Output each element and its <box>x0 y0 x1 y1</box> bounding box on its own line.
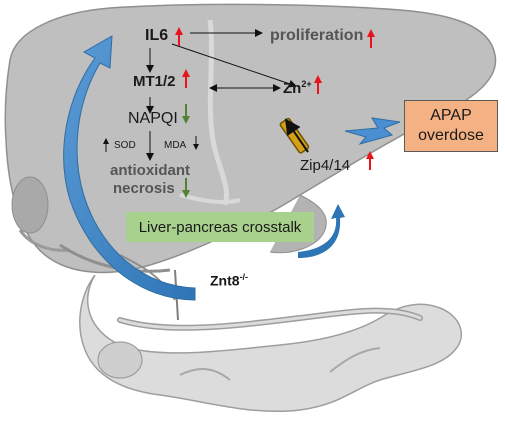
mt12-label: MT1/2 <box>133 73 176 90</box>
sod-label: SOD <box>114 140 136 151</box>
apap-overdose-box: APAP overdose <box>404 100 498 152</box>
up-arrow-zip <box>366 151 374 170</box>
down-arrow-necrosis <box>182 178 190 198</box>
necrosis-label: necrosis <box>113 180 175 197</box>
lightning-bolt-icon <box>344 117 401 145</box>
antioxidant-label: antioxidant <box>110 162 191 179</box>
sod-up-arrow <box>103 138 109 152</box>
big-blue-arrow <box>63 35 196 301</box>
zinc-symbol: Zn <box>283 80 302 97</box>
up-arrow-proliferation <box>367 29 375 48</box>
down-arrow-napqi <box>182 104 190 124</box>
znt8-knockout: -/- <box>239 272 249 282</box>
zinc-label: Zn2+ <box>283 79 312 97</box>
pathway-arrows <box>146 29 297 161</box>
proliferation-label: proliferation <box>270 27 364 44</box>
up-arrow-mt12 <box>182 69 190 88</box>
crosstalk-label: Liver-pancreas crosstalk <box>138 218 302 236</box>
mda-label: MDA <box>164 140 187 151</box>
crosstalk-box: Liver-pancreas crosstalk <box>126 212 314 242</box>
up-arrow-zn <box>314 75 322 94</box>
apap-line1: APAP <box>430 107 472 124</box>
mda-down-arrow <box>193 136 199 150</box>
green-down-arrows <box>182 104 190 198</box>
zip-transporter-icon <box>279 117 310 154</box>
sod-mda-arrows <box>103 136 199 152</box>
pancreas-illustration <box>79 274 462 413</box>
red-up-arrows <box>175 27 375 170</box>
zinc-charge: 2+ <box>301 79 312 89</box>
small-blue-arrow <box>298 204 345 258</box>
znt8-label: Znt8-/- <box>210 272 248 289</box>
liver-illustration <box>4 3 497 321</box>
znt8-gene: Znt8 <box>210 272 240 289</box>
zip-label: Zip4/14 <box>300 157 351 174</box>
napqi-label: NAPQI <box>128 110 178 127</box>
up-arrow-il6 <box>175 27 183 46</box>
apap-line2: overdose <box>418 127 484 144</box>
il6-label: IL6 <box>145 27 169 44</box>
